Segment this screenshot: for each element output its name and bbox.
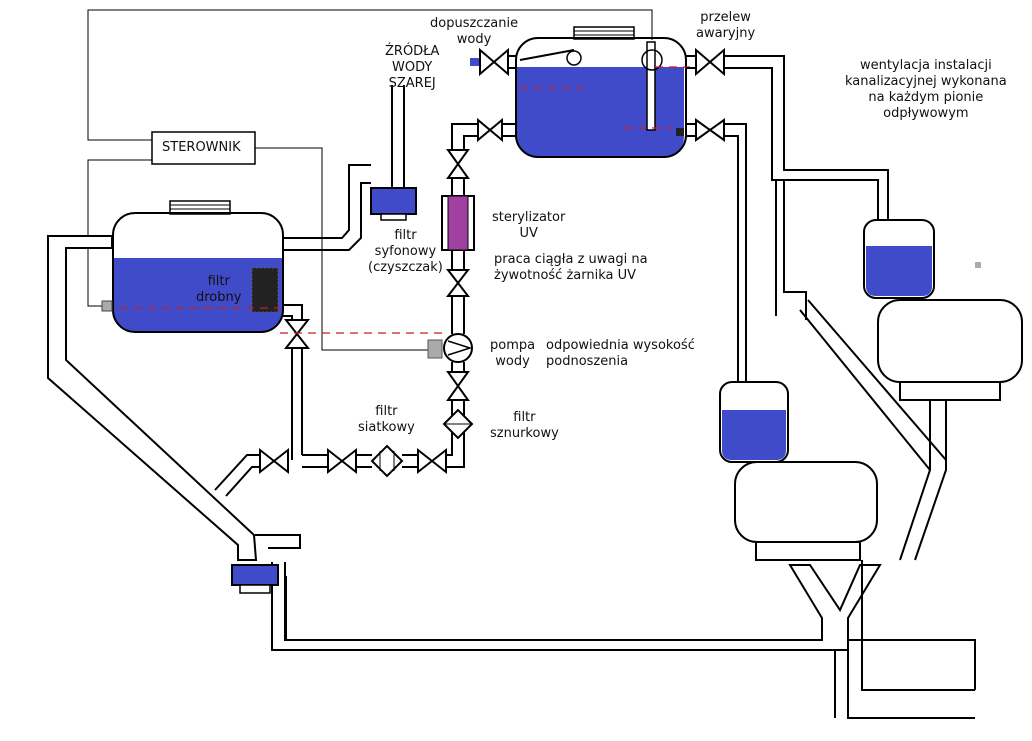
label-przelew-awaryjny: przelew awaryjny	[696, 10, 756, 41]
uv-sterilizer	[441, 195, 475, 251]
upper-tank	[515, 26, 690, 158]
toilet-right	[863, 219, 1023, 401]
label-praca-ciagla: praca ciągła z uwagi na żywotność żarnik…	[494, 252, 648, 283]
bottom-trap	[231, 564, 279, 594]
label-dopuszczanie-wody: dopuszczanie wody	[430, 16, 519, 47]
label-sterownik: STEROWNIK	[162, 140, 241, 155]
label-sterylizator: sterylizator UV	[492, 210, 566, 241]
drain-pipes	[47, 235, 976, 719]
sterownik-box	[151, 131, 256, 165]
filters	[370, 187, 474, 478]
label-zrodla-wody-szarej: ŹRÓDŁA WODY SZAREJ	[385, 44, 440, 91]
label-filtr-syfonowy: filtr syfonowy (czyszczak)	[368, 228, 443, 275]
label-wentylacja: wentylacja instalacji kanalizacyjnej wyk…	[845, 58, 1007, 121]
water-pump	[280, 332, 473, 363]
label-wysokosc-podnoszenia: odpowiednia wysokość podnoszenia	[546, 338, 695, 369]
piping	[214, 55, 889, 497]
label-pompa-wody: pompa wody	[490, 338, 536, 369]
label-filtr-siatkowy: filtr siatkowy	[358, 404, 415, 435]
lower-storage-tank	[101, 200, 284, 333]
label-filtr-sznurkowy: filtr sznurkowy	[490, 410, 559, 441]
label-filtr-drobny: filtr drobny	[196, 274, 242, 305]
valves	[259, 47, 725, 475]
toilet-left	[719, 381, 878, 561]
